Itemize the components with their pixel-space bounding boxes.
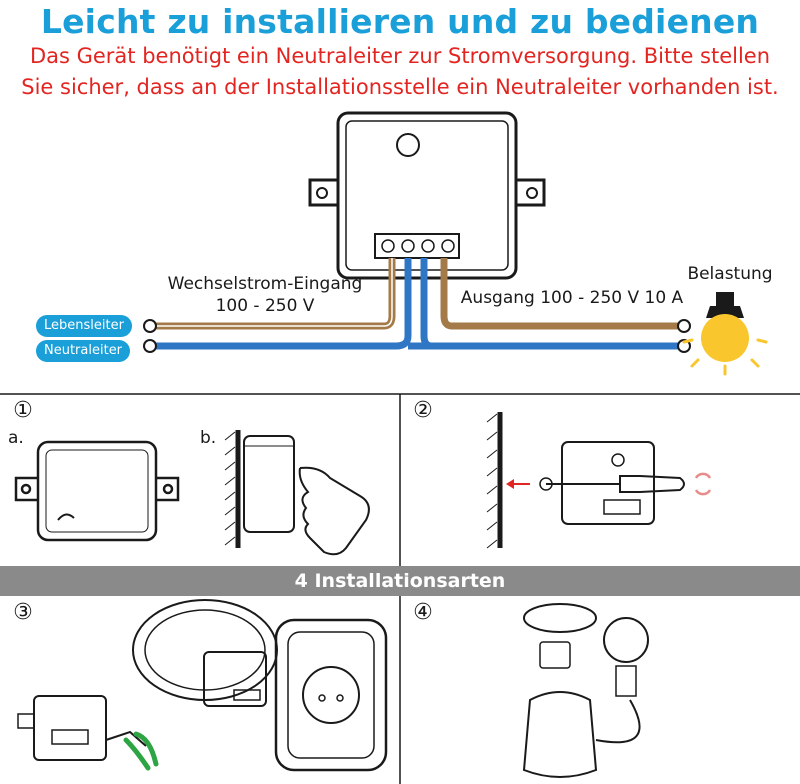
- step-4-number: ④: [413, 600, 433, 625]
- step4-ceiling-lamp-illustration: [522, 603, 649, 778]
- step2-screw-mount-illustration: [486, 412, 685, 549]
- neutral-wire-input: [150, 258, 412, 350]
- step1b-wall-mount-illustration: [224, 430, 370, 556]
- warning-line-2: Sie sicher, dass an der Installationsste…: [21, 75, 779, 99]
- step3-socket-illustration: [17, 599, 388, 772]
- input-label: Wechselstrom-Eingang: [167, 274, 363, 294]
- page-title: Leicht zu installieren und zu bedienen: [40, 2, 760, 41]
- step-1b-label: b.: [200, 428, 217, 448]
- step-1a-label: a.: [8, 428, 24, 448]
- step1a-module-illustration: [14, 440, 180, 542]
- step-2-number: ②: [413, 398, 433, 423]
- load-label: Belastung: [687, 264, 773, 284]
- step-3-number: ③: [13, 600, 33, 625]
- rotate-icon: [694, 472, 712, 496]
- output-label: Ausgang 100 - 250 V 10 A: [460, 288, 684, 308]
- input-voltage-range: 100 - 250 V: [215, 296, 315, 316]
- warning-line-1: Das Gerät benötigt ein Neutraleiter zur …: [29, 44, 771, 68]
- live-wire-badge: Lebensleiter: [36, 315, 132, 337]
- switch-module: [308, 111, 546, 280]
- bulb-icon: [682, 292, 768, 376]
- pliers-icon: [123, 731, 159, 771]
- installation-types-banner: 4 Installationsarten: [0, 566, 800, 596]
- step-1-number: ①: [13, 398, 33, 423]
- neutral-wire-badge: Neutraleiter: [36, 340, 131, 362]
- live-wire-output: [440, 258, 684, 330]
